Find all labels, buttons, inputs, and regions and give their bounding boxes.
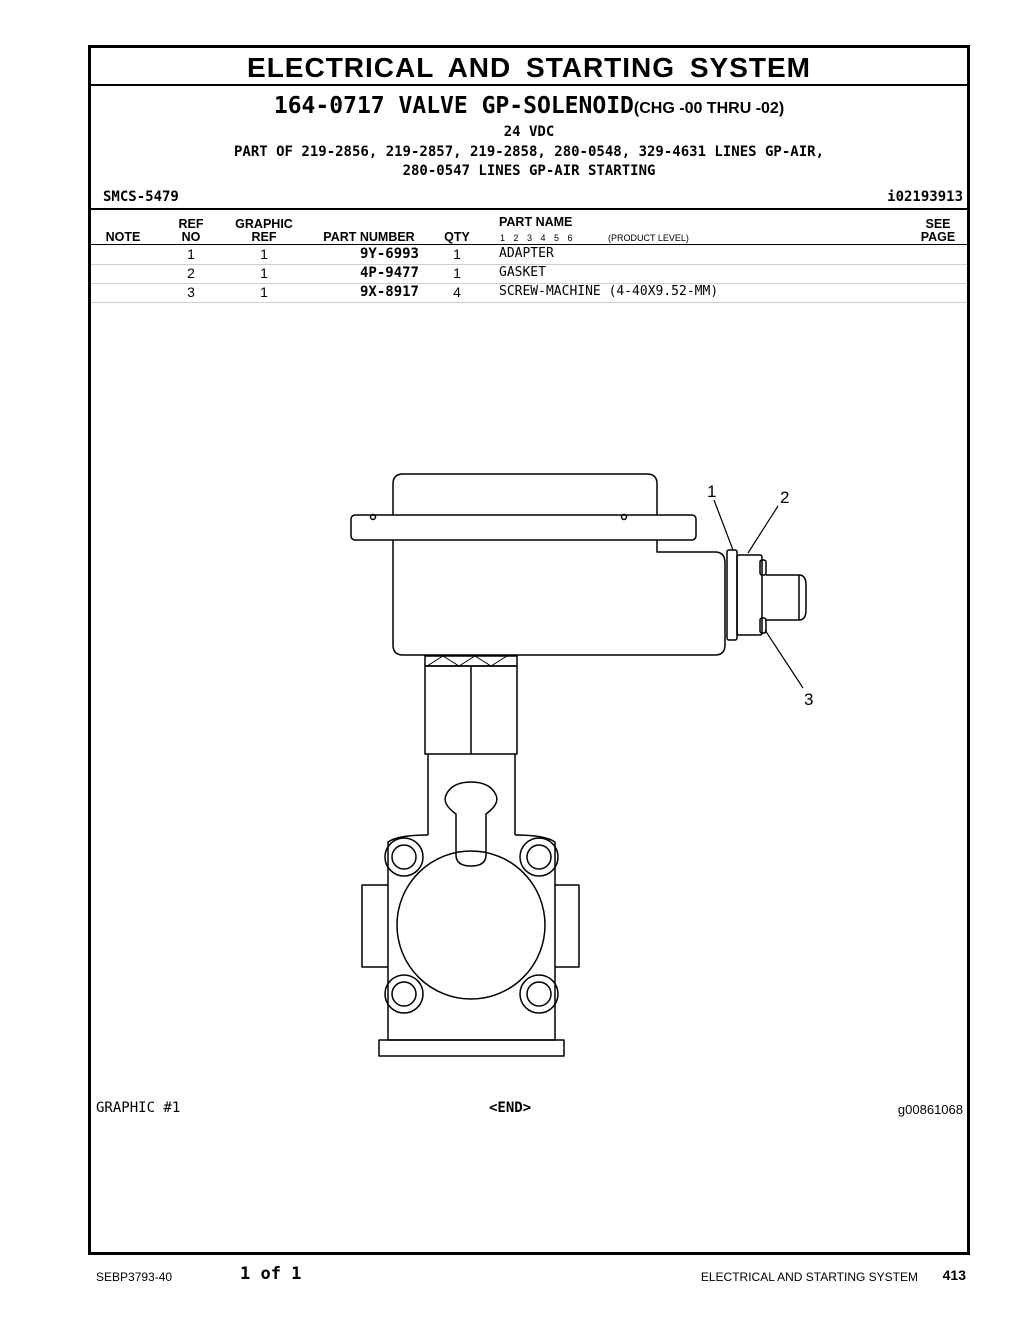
row-divider xyxy=(91,283,967,284)
solenoid-body xyxy=(392,540,726,656)
smcs-code: SMCS-5479 xyxy=(103,189,179,205)
section-title: ELECTRICAL AND STARTING SYSTEM xyxy=(247,52,811,83)
leader-line-1 xyxy=(713,499,734,551)
header-rule xyxy=(91,244,967,245)
flange-hole-left xyxy=(369,513,377,521)
row-qty: 4 xyxy=(453,284,461,300)
row-part-name: GASKET xyxy=(499,265,546,280)
header-see-bottom: PAGE xyxy=(920,230,956,244)
port-left xyxy=(361,884,388,968)
row-divider xyxy=(91,264,967,265)
header-graphic-bottom: REF xyxy=(251,230,277,244)
valve-neck xyxy=(427,754,516,835)
group-number: 164-0717 xyxy=(273,93,385,119)
header-note: NOTE xyxy=(105,230,141,244)
bolt-top-right xyxy=(519,837,559,877)
table-row: 1 1 9Y-6993 1 ADAPTER xyxy=(91,245,967,264)
bolt-top-left xyxy=(384,837,424,877)
row-graphic: 1 xyxy=(260,246,268,262)
row-part-name: ADAPTER xyxy=(499,246,554,261)
header-levels: 1 2 3 4 5 6 xyxy=(500,233,573,243)
row-part-number: 4P-9477 xyxy=(359,265,419,281)
outlet-fitting xyxy=(766,574,807,621)
bolt-bottom-right xyxy=(519,974,559,1014)
graphic-id: g00861068 xyxy=(897,1102,963,1117)
group-name: VALVE GP-SOLENOID xyxy=(398,93,634,119)
header-graphic-top: GRAPHIC xyxy=(235,217,293,231)
row-part-number: 9Y-6993 xyxy=(359,246,419,262)
gasket xyxy=(726,549,738,641)
keyhole-slot xyxy=(444,781,498,867)
footer-page-of: 1 of 1 xyxy=(240,1264,302,1284)
leader-line-2 xyxy=(747,505,779,554)
row-divider xyxy=(91,302,967,303)
footer-section: ELECTRICAL AND STARTING SYSTEM xyxy=(700,1270,918,1284)
row-ref: 1 xyxy=(187,246,195,262)
cover-cap xyxy=(392,473,658,515)
row-part-name: SCREW-MACHINE (4-40X9.52-MM) xyxy=(499,284,719,299)
footer-doc-number: SEBP3793-40 xyxy=(96,1270,173,1284)
row-ref: 2 xyxy=(187,265,195,281)
header-see-top: SEE xyxy=(925,217,951,231)
callout-2: 2 xyxy=(780,488,789,507)
adapter xyxy=(736,554,763,636)
solenoid-valve-illustration: 1 2 3 xyxy=(350,473,813,1057)
part-of-line-2: 280-0547 LINES GP-AIR STARTING xyxy=(402,163,656,179)
callout-1: 1 xyxy=(707,482,716,501)
header-ref-top: REF xyxy=(178,217,204,231)
screw-bottom xyxy=(759,617,767,634)
screw-top xyxy=(759,559,767,576)
doc-id: i02193913 xyxy=(887,189,963,205)
table-top-rule xyxy=(91,208,967,210)
header-part-name: PART NAME xyxy=(499,215,573,229)
valve-chamber xyxy=(396,850,546,1000)
port-right xyxy=(555,884,580,968)
group-title: 164-0717 VALVE GP-SOLENOID(CHG -00 THRU … xyxy=(91,93,967,119)
row-graphic: 1 xyxy=(260,284,268,300)
row-part-number: 9X-8917 xyxy=(359,284,419,300)
header-part-number: PART NUMBER xyxy=(323,230,415,244)
group-voltage: 24 VDC xyxy=(503,124,555,140)
row-graphic: 1 xyxy=(260,265,268,281)
leader-line-3 xyxy=(764,629,804,689)
nut-top xyxy=(424,655,518,667)
footer-page-number: 413 xyxy=(942,1267,966,1283)
row-ref: 3 xyxy=(187,284,195,300)
page-frame: ELECTRICAL AND STARTING SYSTEM 164-0717 … xyxy=(88,45,970,1255)
cover-flange xyxy=(350,514,697,541)
end-marker: <END> xyxy=(489,1100,532,1116)
part-of-line-1: PART OF 219-2856, 219-2857, 219-2858, 28… xyxy=(233,144,824,160)
header-product-level: (PRODUCT LEVEL) xyxy=(608,233,689,243)
row-qty: 1 xyxy=(453,246,461,262)
callout-3: 3 xyxy=(804,690,813,709)
title-rule xyxy=(91,84,967,86)
flange-hole-right xyxy=(620,513,628,521)
group-chg: (CHG -00 THRU -02) xyxy=(633,100,785,117)
graphic-caption: GRAPHIC #1 xyxy=(96,1100,181,1116)
header-ref-bottom: NO xyxy=(181,230,201,244)
header-qty: QTY xyxy=(444,230,470,244)
valve-base xyxy=(378,1039,565,1057)
row-qty: 1 xyxy=(453,265,461,281)
bolt-bottom-left xyxy=(384,974,424,1014)
table-row: 2 1 4P-9477 1 GASKET xyxy=(91,264,967,283)
table-row: 3 1 9X-8917 4 SCREW-MACHINE (4-40X9.52-M… xyxy=(91,283,967,302)
